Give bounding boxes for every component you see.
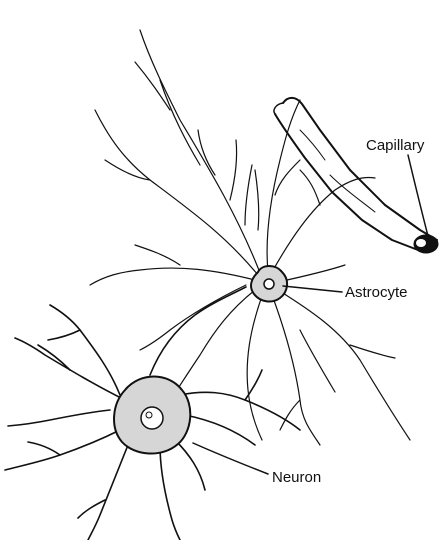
astrocyte-body — [251, 266, 287, 301]
astrocyte-label: Astrocyte — [345, 284, 408, 301]
capillary-label: Capillary — [366, 137, 425, 154]
neuron-leader — [193, 443, 268, 474]
astrocyte-leader — [283, 286, 342, 292]
neuron-label: Neuron — [272, 469, 321, 486]
neuron-body — [114, 377, 190, 454]
